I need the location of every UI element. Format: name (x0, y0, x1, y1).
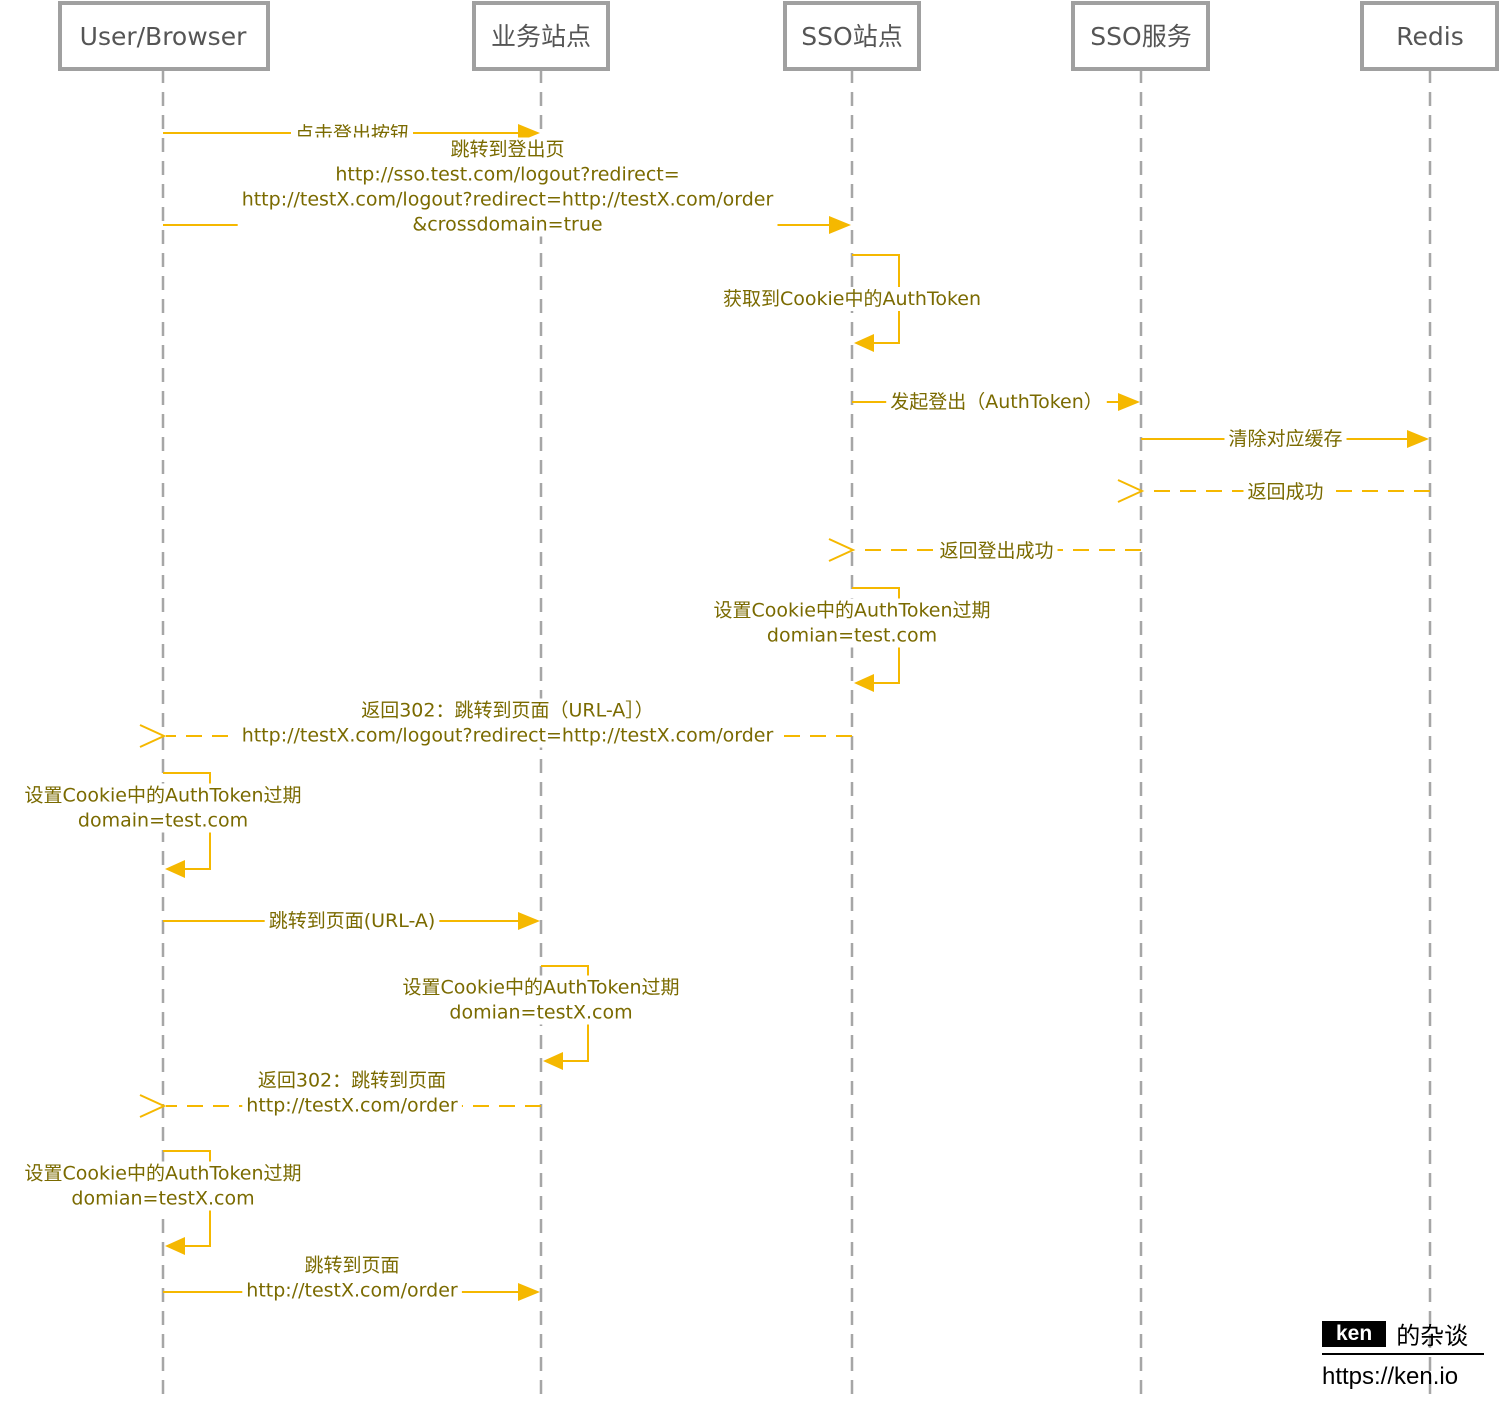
brand-name: ken (1322, 1320, 1387, 1347)
message-self: 设置Cookie中的AuthToken过期 domain=test.com (21, 772, 305, 878)
message-label: http://testX.com/order (246, 1095, 458, 1117)
arrowhead (165, 860, 185, 878)
arrowhead (1407, 430, 1429, 448)
message-label: 设置Cookie中的AuthToken过期 (24, 785, 301, 807)
brand-tagline: 的杂谈 (1396, 1323, 1469, 1350)
participant-box: 业务站点 (472, 1, 610, 71)
arrowhead (139, 1094, 167, 1118)
arrowhead (139, 724, 167, 748)
arrowhead (1117, 479, 1145, 503)
message-sync: 跳转到页面(URL-A) (163, 909, 540, 933)
message-label: 返回302：跳转到页面 (258, 1070, 446, 1092)
message-return: 返回302：跳转到页面（URL-A］） http://testX.com/logo… (139, 698, 852, 748)
message-label: http://testX.com/order (246, 1280, 458, 1302)
message-label: http://sso.test.com/logout?redirect= (335, 164, 679, 186)
message-self: 获取到Cookie中的AuthToken (719, 254, 985, 352)
message-self: 设置Cookie中的AuthToken过期 domian=testX.com (399, 965, 683, 1070)
message-return: 返回成功 (1117, 479, 1430, 504)
message-label: domian=testX.com (449, 1002, 632, 1024)
message-label: 设置Cookie中的AuthToken过期 (713, 600, 990, 622)
arrowhead (829, 216, 851, 234)
arrowhead (543, 1052, 563, 1070)
message-sync: 清除对应缓存 (1141, 427, 1429, 451)
message-label: domain=test.com (78, 810, 248, 832)
arrowhead (165, 1237, 185, 1255)
message-sync: 跳转到登出页 http://sso.test.com/logout?redirec… (163, 137, 851, 237)
participant-label: SSO服务 (1090, 22, 1191, 51)
message-label: 设置Cookie中的AuthToken过期 (402, 977, 679, 999)
message-label: 跳转到页面(URL-A) (269, 910, 436, 932)
brand-url: https://ken.io (1322, 1363, 1459, 1390)
participant-box: User/Browser (58, 1, 270, 71)
brand-logo: ken 的杂谈 (1322, 1316, 1484, 1355)
message-label: http://testX.com/logout?redirect=http://… (242, 725, 774, 747)
participant-label: SSO站点 (801, 22, 902, 51)
message-label: 发起登出（AuthToken） (890, 391, 1103, 413)
message-sync: 发起登出（AuthToken） (852, 390, 1140, 414)
message-label: 设置Cookie中的AuthToken过期 (24, 1163, 301, 1185)
participant-label: User/Browser (80, 22, 247, 51)
participant-label: Redis (1396, 22, 1463, 51)
participant-box: SSO服务 (1071, 1, 1210, 71)
message-label: 返回登出成功 (939, 540, 1053, 562)
message-label: domian=test.com (767, 625, 937, 647)
message-label: domian=testX.com (71, 1188, 254, 1210)
arrowhead (854, 334, 874, 352)
arrowhead (518, 1283, 540, 1301)
brand-watermark: ken 的杂谈 https://ken.io (1322, 1316, 1484, 1391)
message-return: 返回登出成功 (828, 538, 1141, 563)
participant-label: 业务站点 (491, 22, 591, 51)
message-return: 返回302：跳转到页面 http://testX.com/order (139, 1068, 541, 1118)
participant-box: Redis (1360, 1, 1499, 71)
message-label: 返回302：跳转到页面（URL-A］） (361, 700, 654, 722)
participant-box: SSO站点 (783, 1, 921, 71)
arrowhead (828, 538, 856, 562)
arrowhead (518, 912, 540, 930)
message-label: http://testX.com/logout?redirect=http://… (242, 189, 774, 211)
message-label: 跳转到登出页 (450, 139, 564, 161)
message-self: 设置Cookie中的AuthToken过期 domian=testX.com (21, 1150, 305, 1255)
message-label: &crossdomain=true (412, 214, 602, 236)
arrowhead (1118, 393, 1140, 411)
message-label: 获取到Cookie中的AuthToken (723, 288, 981, 310)
message-label: 跳转到页面 (304, 1255, 399, 1277)
message-sync: 跳转到页面 http://testX.com/order (163, 1253, 540, 1303)
message-label: 清除对应缓存 (1228, 428, 1342, 450)
message-self: 设置Cookie中的AuthToken过期 domian=test.com (710, 587, 994, 692)
message-label: 返回成功 (1247, 481, 1323, 503)
arrowhead (854, 674, 874, 692)
